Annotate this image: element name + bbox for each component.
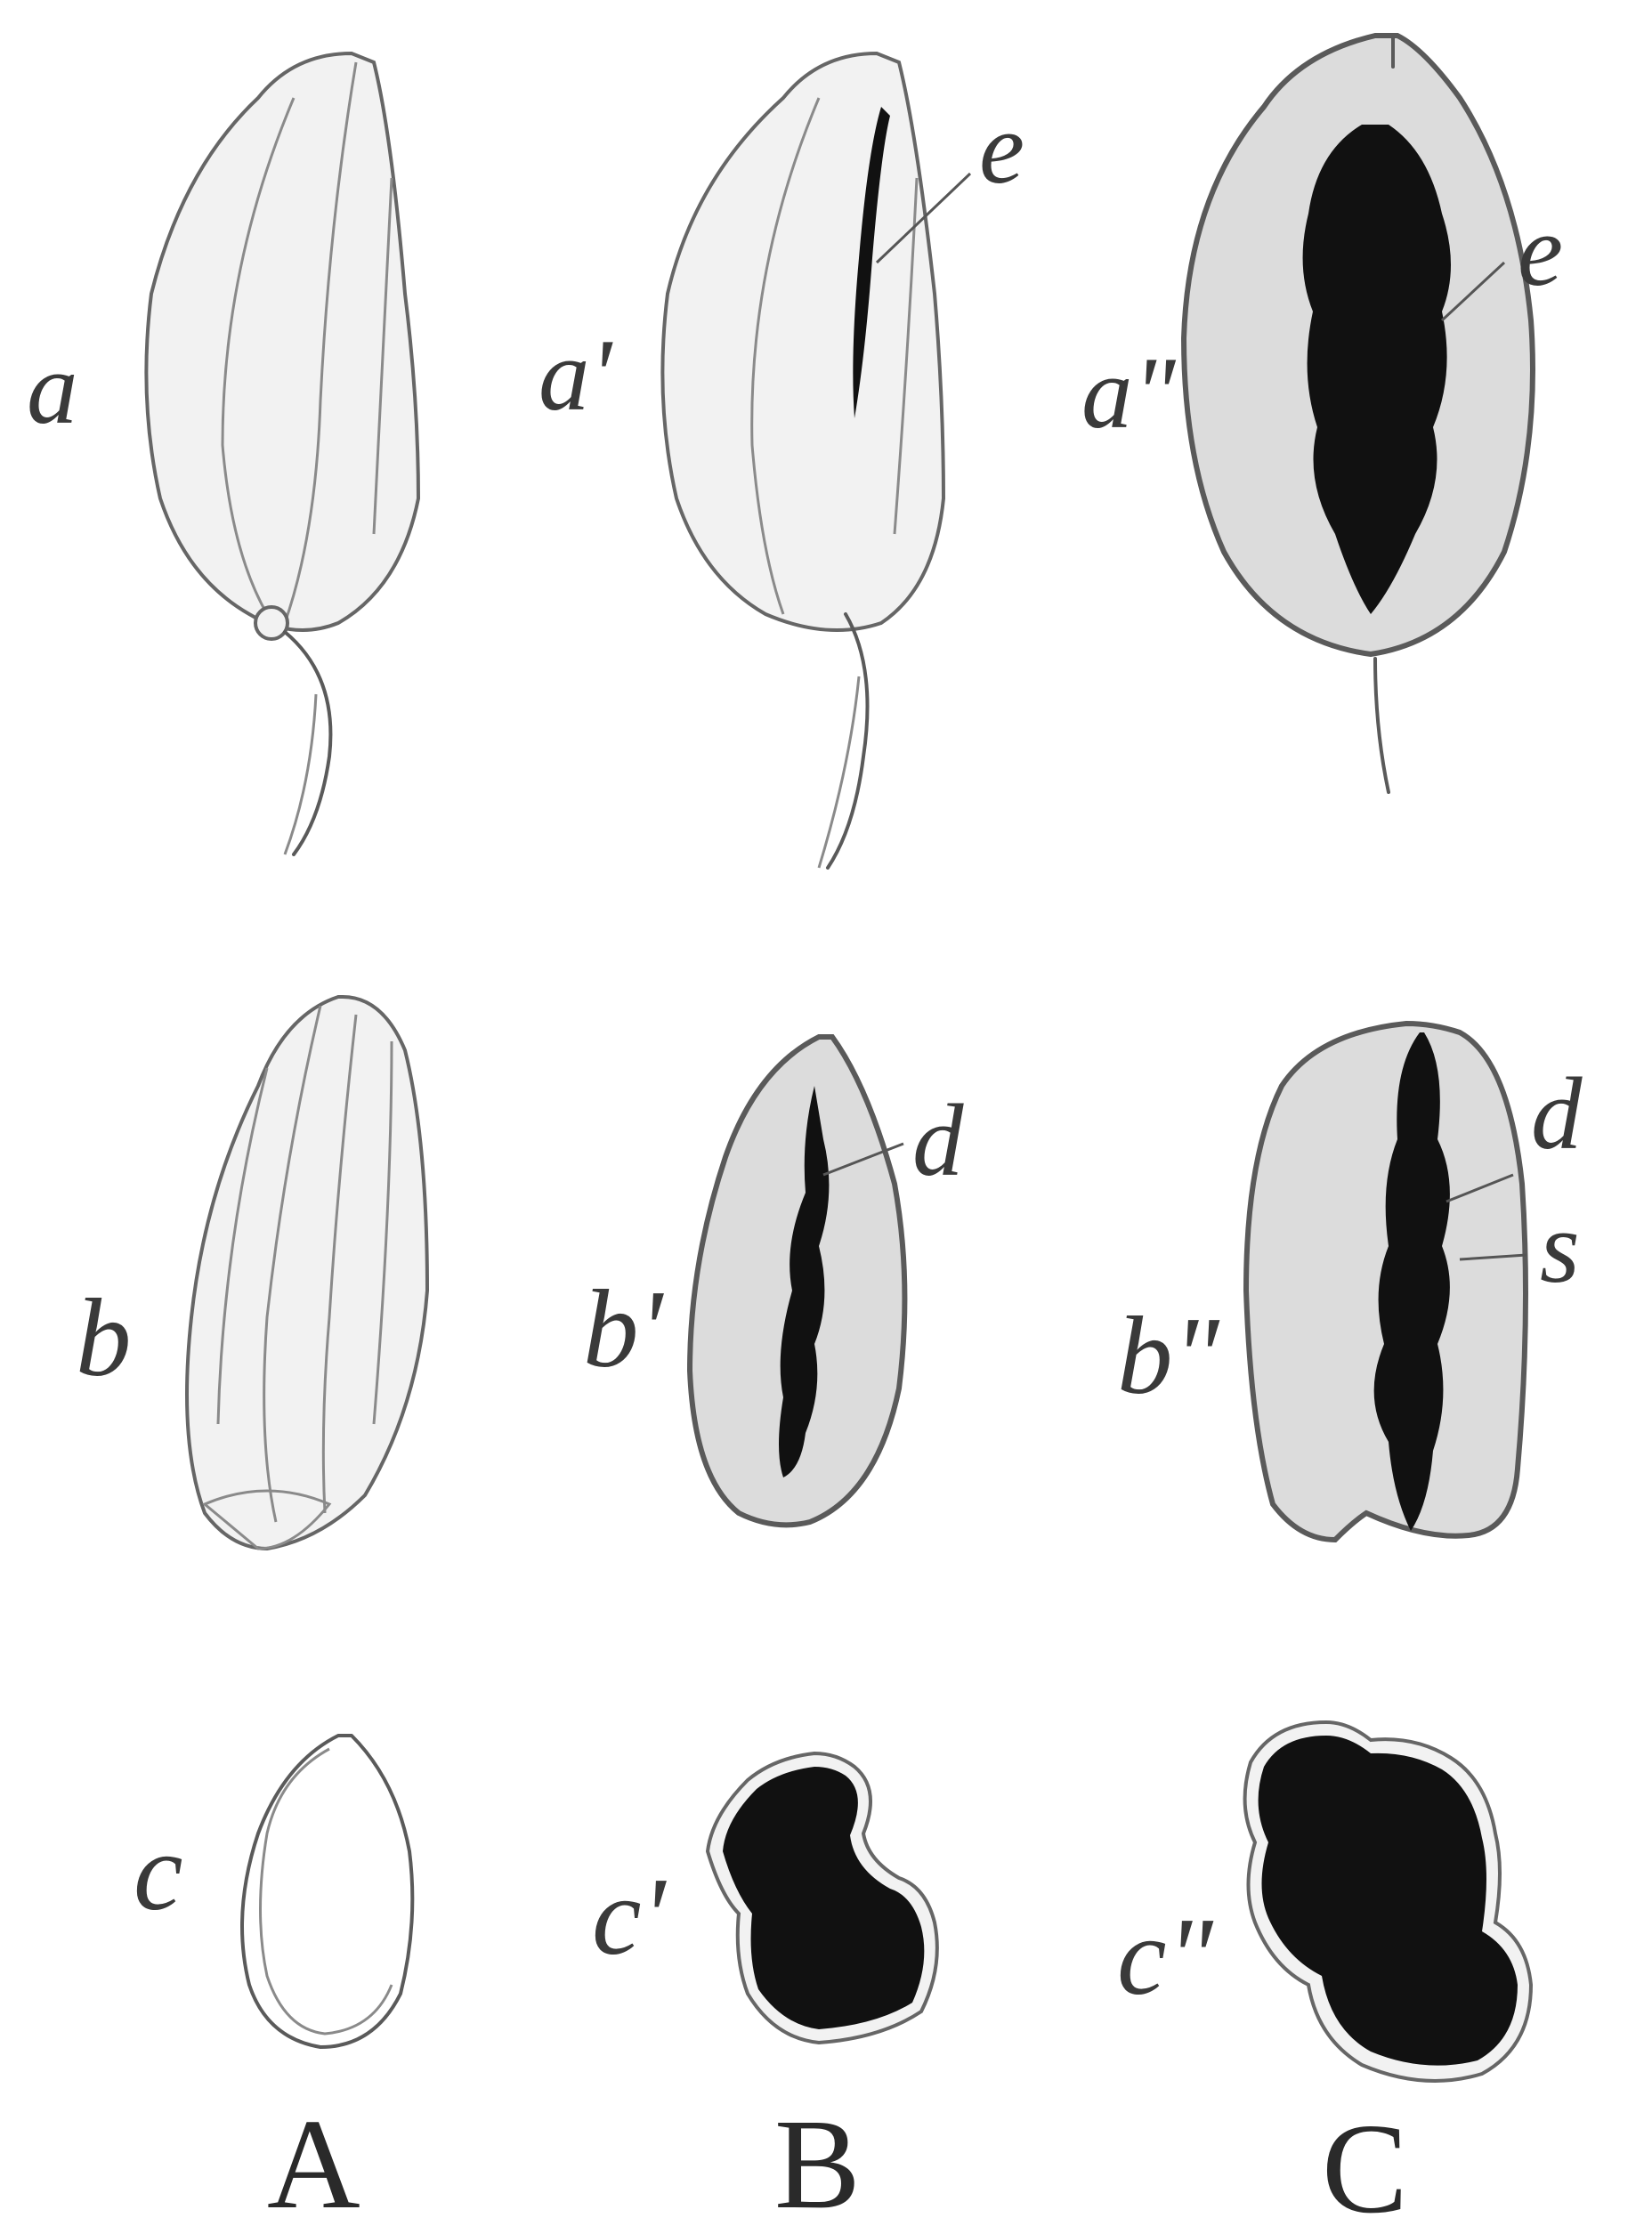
grain-a <box>146 53 418 854</box>
label-d-2: d <box>1531 1057 1583 1170</box>
seed-c-double-prime <box>1245 1722 1531 2081</box>
column-label-b: B <box>774 2093 861 2234</box>
label-e-2: e <box>1518 194 1563 307</box>
label-b-double-prime: b" <box>1117 1295 1220 1418</box>
label-b: b <box>76 1277 132 1400</box>
column-label-a: A <box>267 2093 360 2234</box>
label-a-double-prime: a" <box>1081 336 1177 449</box>
label-c: c <box>134 1811 182 1934</box>
grain-a-double-prime <box>1184 36 1533 792</box>
grain-b <box>187 997 427 1549</box>
label-e-1: e <box>979 92 1024 205</box>
label-s: s <box>1540 1191 1580 1304</box>
label-c-prime: c' <box>592 1856 667 1979</box>
seed-c <box>242 1736 412 2047</box>
column-label-c: C <box>1322 2098 1408 2234</box>
seed-c-prime <box>708 1753 937 2043</box>
grain-a-prime <box>662 53 943 868</box>
label-b-prime: b' <box>583 1268 665 1391</box>
label-a: a <box>27 332 78 445</box>
label-c-double-prime: c" <box>1117 1896 1213 2019</box>
grain-b-double-prime <box>1246 1024 1526 1540</box>
label-d-1: d <box>912 1084 964 1197</box>
grain-b-prime <box>690 1037 904 1525</box>
label-a-prime: a' <box>539 319 614 432</box>
